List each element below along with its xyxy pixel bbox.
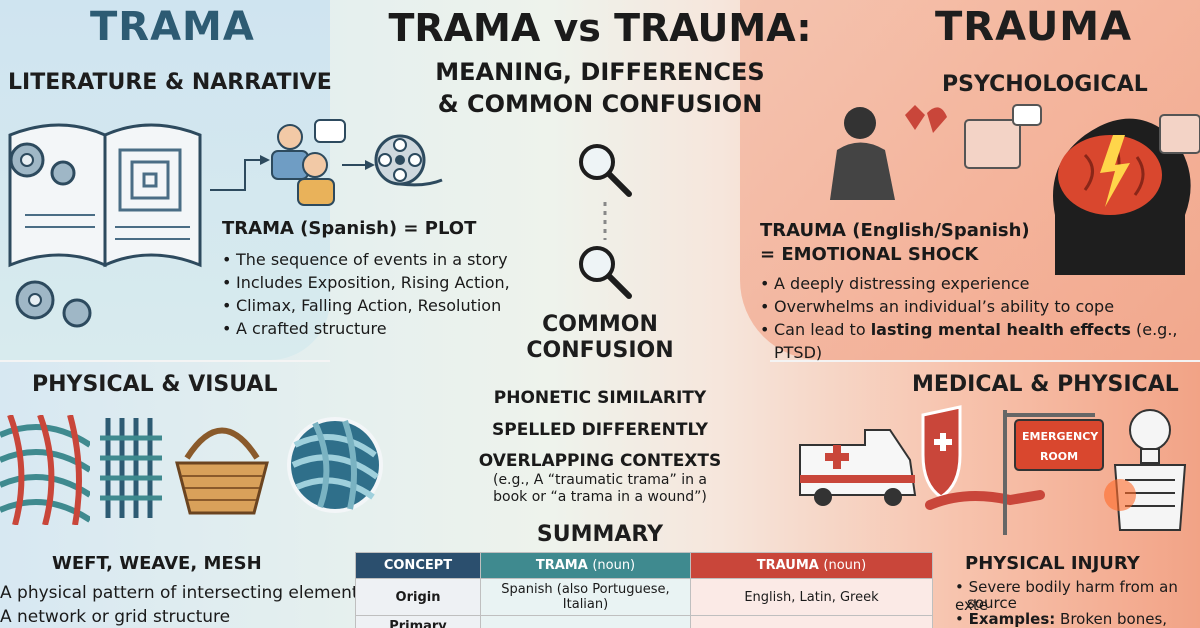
list-item: The sequence of events in a story	[222, 248, 522, 271]
left-divider	[0, 360, 330, 362]
people-to-film-illustration	[210, 119, 443, 206]
woven-threads-icon	[0, 415, 90, 525]
gears-icon	[15, 280, 92, 328]
common-confusion-line1: COMMON	[542, 312, 658, 337]
injury-bullet-1: • Severe bodily harm from an exte	[955, 578, 1178, 614]
section-medical-physical: MEDICAL & PHYSICAL	[912, 372, 1179, 397]
trauma-definition-heading-line2: = EMOTIONAL SHOCK	[760, 244, 979, 265]
common-confusion-line2: CONFUSION	[526, 338, 674, 363]
subtitle-line1: MEANING, DIFFERENCES	[435, 58, 765, 86]
medical-illustration	[799, 405, 1187, 535]
trauma-definition-list: A deeply distressing experience Overwhel…	[760, 272, 1200, 364]
physical-line-2: A network or grid structure	[0, 607, 231, 627]
open-book-illustration	[8, 123, 202, 268]
header-trama: TRAMA (noun)	[480, 552, 691, 579]
gear-icon	[9, 142, 76, 186]
basket-icon	[175, 427, 269, 515]
summary-table: CONCEPT TRAMA (noun) TRAUMA (noun) Origi…	[355, 552, 933, 628]
psychological-illustration	[830, 104, 1200, 276]
emergency-sign-line2: ROOM	[1039, 450, 1079, 463]
list-item: Climax, Falling Action, Resolution	[222, 294, 522, 317]
section-physical-visual: PHYSICAL & VISUAL	[32, 372, 278, 397]
header-trauma: TRAUMA (noun)	[690, 552, 933, 579]
trama-title: TRAMA	[90, 4, 255, 50]
confusion-example-line2: book or “a trama in a wound”)	[493, 489, 707, 505]
list-item: Includes Exposition, Rising Action,	[222, 271, 522, 294]
list-item: Overwhelms an individual’s ability to co…	[760, 295, 1200, 318]
physical-injury-heading: PHYSICAL INJURY	[965, 553, 1140, 574]
table-header-row: CONCEPT TRAMA (noun) TRAUMA (noun)	[355, 552, 933, 579]
injury-bullet-1-cont: source	[967, 594, 1017, 612]
section-psychological: PSYCHOLOGICAL	[942, 72, 1148, 97]
confusion-item: OVERLAPPING CONTEXTS	[478, 451, 722, 471]
summary-title: SUMMARY	[536, 522, 664, 547]
confusion-item: PHONETIC SIMILARITY	[493, 388, 707, 408]
confusion-example-line1: (e.g., A “traumatic trama” in a	[492, 472, 708, 488]
list-item: A deeply distressing experience	[760, 272, 1200, 295]
section-literature: LITERATURE & NARRATIVE	[8, 70, 332, 95]
magnifying-glass-icon	[579, 144, 632, 299]
trama-definition-list: The sequence of events in a story Includ…	[222, 248, 522, 340]
list-item: A crafted structure	[222, 317, 522, 340]
emergency-sign-line1: EMERGENCY	[1022, 430, 1099, 443]
physical-line-1: A physical pattern of intersecting eleme…	[0, 583, 368, 603]
magnified-fibers-icon	[287, 417, 383, 513]
trauma-title: TRAUMA	[935, 4, 1133, 50]
trama-definition-heading: TRAMA (Spanish) = PLOT	[222, 218, 477, 239]
table-row: Primary Meaning Plot, Weft, Mesh, Weave …	[355, 615, 933, 628]
list-item: Can lead to lasting mental health effect…	[760, 318, 1200, 364]
trauma-definition-heading-line1: TRAUMA (English/Spanish)	[760, 220, 1030, 241]
table-row: Origin Spanish (also Portuguese, Italian…	[355, 578, 933, 616]
subtitle-line2: & COMMON CONFUSION	[437, 90, 763, 118]
mesh-grid-icon	[100, 418, 162, 518]
header-concept: CONCEPT	[355, 552, 481, 579]
injury-bullet-2: • Examples: Broken bones,	[955, 610, 1168, 628]
page-title: TRAMA vs TRAUMA:	[388, 6, 812, 50]
confusion-item: SPELLED DIFFERENTLY	[492, 420, 708, 440]
physical-heading: WEFT, WEAVE, MESH	[52, 553, 262, 574]
